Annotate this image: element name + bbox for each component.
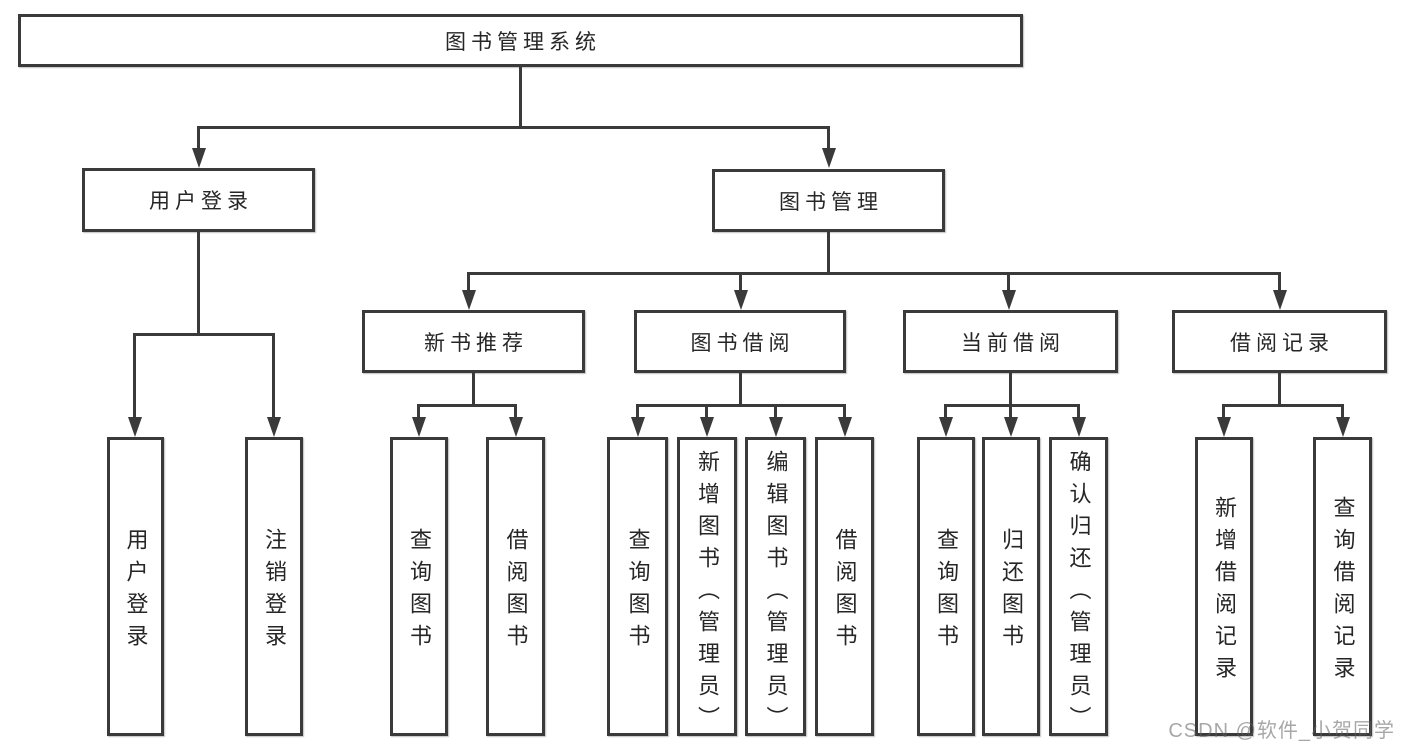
arrow-down-icon: [411, 404, 426, 437]
leaf-query-book-3: 查询图书: [917, 437, 975, 736]
connector-user-login-stem: [197, 231, 200, 335]
arrow-down-icon: [1216, 404, 1231, 437]
arrow-down-icon: [127, 333, 142, 437]
arrow-down-icon: [821, 126, 836, 168]
csdn-watermark: CSDN @软件_小贺同学: [1168, 720, 1395, 742]
arrow-down-icon: [1272, 272, 1287, 310]
leaf-edit-book-admin-label: 编辑图书（管理员）: [763, 450, 789, 738]
arrow-down-icon: [733, 272, 748, 310]
arrow-down-icon: [630, 404, 645, 437]
leaf-confirm-return-admin-label: 确认归还（管理员）: [1066, 450, 1092, 738]
connector-record-stem: [1278, 372, 1281, 406]
leaf-return-book-label: 归还图书: [999, 527, 1024, 656]
arrow-down-icon: [837, 404, 852, 437]
connector-borrow-stem: [739, 372, 742, 406]
arrow-down-icon: [768, 404, 783, 437]
connector-user-login-rail: [133, 333, 275, 336]
leaf-query-book-2-label: 查询图书: [625, 527, 651, 656]
leaf-edit-book-admin: 编辑图书（管理员）: [745, 437, 806, 738]
connector-recommend-stem: [472, 372, 475, 406]
leaf-query-book-1-label: 查询图书: [407, 527, 432, 656]
arrow-down-icon: [1071, 404, 1086, 437]
connector-recommend-rail: [417, 404, 517, 407]
arrow-down-icon: [699, 404, 714, 437]
node-root: 图书管理系统: [18, 14, 1023, 67]
node-book-manage: 图书管理: [712, 169, 945, 232]
leaf-confirm-return-admin: 确认归还（管理员）: [1049, 437, 1108, 738]
leaf-query-borrow-record-label: 查询借阅记录: [1330, 495, 1356, 688]
leaf-borrow-book-2: 借阅图书: [815, 437, 874, 736]
arrow-down-icon: [938, 404, 953, 437]
leaf-user-login-label: 用户登录: [123, 527, 149, 656]
leaf-query-borrow-record: 查询借阅记录: [1313, 437, 1372, 736]
node-user-login-label: 用户登录: [149, 190, 253, 213]
arrow-down-icon: [191, 126, 206, 168]
leaf-borrow-book-2-label: 借阅图书: [832, 527, 858, 656]
leaf-query-book-3-label: 查询图书: [934, 527, 959, 656]
connector-current-rail: [944, 404, 1080, 407]
leaf-add-book-admin-label: 新增图书（管理员）: [695, 450, 720, 738]
node-book-borrow: 图书借阅: [634, 310, 846, 373]
node-user-login: 用户登录: [82, 168, 315, 232]
connector-record-rail: [1222, 404, 1344, 407]
leaf-borrow-book-1: 借阅图书: [486, 437, 545, 736]
node-root-label: 图书管理系统: [445, 30, 601, 54]
leaf-borrow-book-1-label: 借阅图书: [503, 527, 529, 656]
node-book-manage-label: 图书管理: [779, 190, 883, 214]
connector-book-manage-stem: [827, 231, 830, 274]
leaf-query-book-2: 查询图书: [607, 437, 668, 736]
node-borrow-record: 借阅记录: [1172, 310, 1387, 373]
arrow-down-icon: [508, 404, 523, 437]
connector-level2-rail: [197, 126, 830, 129]
leaf-query-book-1: 查询图书: [390, 437, 448, 736]
leaf-add-book-admin: 新增图书（管理员）: [677, 437, 737, 738]
node-new-book-recommend: 新书推荐: [362, 310, 585, 373]
leaf-user-login: 用户登录: [107, 437, 164, 736]
arrow-down-icon: [461, 272, 476, 310]
node-borrow-record-label: 借阅记录: [1230, 331, 1334, 355]
arrow-down-icon: [1003, 404, 1018, 437]
arrow-down-icon: [1001, 272, 1016, 310]
leaf-logout: 注销登录: [245, 437, 303, 736]
arrow-down-icon: [1335, 404, 1350, 437]
leaf-add-borrow-record-label: 新增借阅记录: [1212, 495, 1237, 688]
connector-level3-rail: [467, 272, 1281, 275]
node-book-borrow-label: 图书借阅: [690, 331, 795, 355]
connector-borrow-rail: [636, 404, 846, 407]
arrow-down-icon: [266, 333, 281, 437]
leaf-add-borrow-record: 新增借阅记录: [1195, 437, 1253, 736]
node-current-borrow-label: 当前借阅: [961, 331, 1065, 355]
connector-root-stem: [519, 66, 522, 128]
node-current-borrow: 当前借阅: [903, 310, 1118, 373]
leaf-logout-label: 注销登录: [262, 527, 287, 656]
node-new-book-recommend-label: 新书推荐: [424, 331, 528, 355]
connector-current-stem: [1009, 372, 1012, 406]
leaf-return-book: 归还图书: [982, 437, 1040, 736]
